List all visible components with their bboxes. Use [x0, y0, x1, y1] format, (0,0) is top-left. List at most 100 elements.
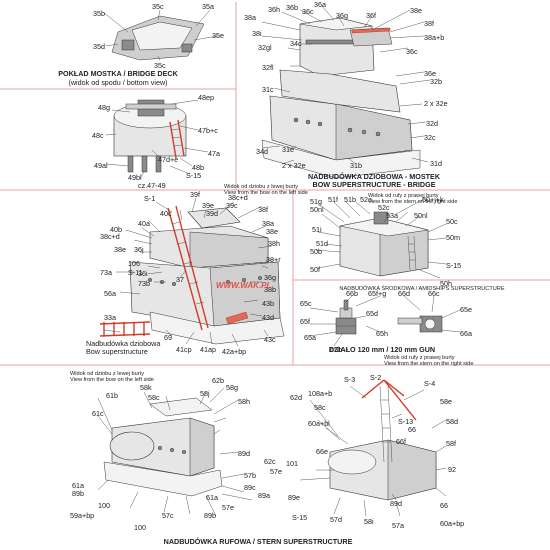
bridge-deck-top — [131, 21, 193, 51]
bow-super-part-label: 38c+d — [100, 232, 120, 241]
stern-part-label: 101 — [286, 459, 298, 468]
bow-bridge-part-label: 32c — [424, 133, 436, 142]
bridge-deck-part-label: 35e — [212, 31, 224, 40]
bow-super-part-label: 38f — [258, 205, 268, 214]
bow-super-part-label: 40b — [110, 225, 122, 234]
bow-super-part-label: 39f — [190, 190, 200, 199]
gun-part-label: 65h — [376, 329, 388, 338]
stern-part-label: 89d — [390, 499, 402, 508]
amidships-part-label: 50f — [310, 265, 320, 274]
bow-super-note: Widok od dziobu z lewej burty — [224, 184, 298, 190]
stern-part-label: 57e — [270, 467, 282, 476]
bridge-rail — [351, 27, 391, 34]
amidships-part-label: 50b — [310, 247, 322, 256]
stern-left-portholes — [157, 445, 187, 455]
stern-part-label: 60a+bl — [308, 419, 330, 428]
fire-control-part-label: S-15 — [186, 171, 201, 180]
stern-part-label: 89d — [238, 449, 250, 458]
amidships-part-label: 50h — [440, 279, 452, 288]
bow-bridge-part-label: 36b — [286, 3, 298, 12]
bow-super-part-label: 36g — [264, 273, 276, 282]
stern-part-label: 62d — [290, 393, 302, 402]
bow-super-part-label: 37 — [176, 275, 184, 284]
bow-super-part-label: 106 — [128, 259, 140, 268]
gun-left-assembly — [335, 299, 357, 335]
bow-block-upper-side — [189, 231, 269, 269]
bow-super-part-label: 38b — [264, 285, 276, 294]
stern-part-label: 58k — [140, 383, 152, 392]
stern-part-label: 61c — [92, 409, 104, 418]
bow-super-part-label: S-11 — [128, 268, 143, 277]
bow-bridge-part-label: 36f — [366, 11, 376, 20]
bow-super-part-label: 39d — [206, 209, 218, 218]
fire-control-rangefinder — [125, 103, 177, 110]
bow-bridge-part-label: 38f — [424, 19, 434, 28]
gun-part-label: 66d — [398, 289, 410, 298]
bow-super-part-label: 39e — [202, 201, 214, 210]
stern-note-bow-pl: Widok od dziobu z lewej burty — [70, 371, 144, 377]
bridge-deck-bracket — [121, 39, 135, 51]
bow-super-part-label: 43d — [262, 313, 274, 322]
bow-bridge-part-label: 34d — [256, 147, 268, 156]
stern-right-platform — [327, 449, 377, 475]
stern-part-label: 100 — [134, 523, 146, 532]
stern-part-label: 58g — [226, 383, 238, 392]
stern-title: NADBUDÓWKA RUFOWA / STERN SUPERSTRUCTURE — [164, 537, 353, 546]
bow-bridge-part-label: 32b — [430, 77, 442, 86]
bow-super-part-label: 38c+d — [228, 193, 248, 202]
gun-part-label: 66a — [460, 329, 472, 338]
amidships-ladder — [407, 235, 417, 271]
stern-part-label: 108a+b — [308, 389, 332, 398]
gun-part-label: 65b — [330, 345, 342, 354]
fire-control-part-label: 48g — [98, 103, 110, 112]
watermark: WWW.WAK.PL — [216, 281, 272, 290]
bow-super-part-label: 43c — [264, 335, 276, 344]
stern-part-label: 58f — [446, 439, 456, 448]
stern-part-label: S-15 — [292, 513, 307, 522]
bow-red-part — [225, 311, 249, 325]
bow-super-part-label: 36i — [138, 269, 148, 278]
stern-part-label: 61b — [106, 391, 118, 400]
bow-super-part-label: 56a — [104, 289, 116, 298]
stern-part-label: 58j — [200, 389, 210, 398]
stern-part-label: 89b — [204, 511, 216, 520]
bow-bridge-part-label: 32gl — [258, 43, 272, 52]
stern-part-label: 58i — [364, 517, 374, 526]
stern-part-label: 62b — [212, 376, 224, 385]
fire-control-part-label: 47a — [208, 149, 220, 158]
bow-bridge-part-label: 31d — [430, 159, 442, 168]
amidships-part-label: S-15 — [446, 261, 461, 270]
stern-part-label: S-13 — [398, 417, 413, 426]
amidships-part-label: 50nl — [310, 205, 324, 214]
stern-part-label: 92 — [448, 465, 456, 474]
bow-bridge-part-label: 36h — [268, 5, 280, 14]
bow-super-part-label: 36j — [134, 245, 144, 254]
gun-part-label: 65d — [366, 309, 378, 318]
amidships-part-label: 53a — [386, 211, 398, 220]
fire-control-part-label: 47b+c — [198, 126, 218, 135]
amidships-part-label: 51i — [312, 225, 322, 234]
stern-part-label: 66 — [408, 425, 416, 434]
stern-part-label: 61a — [72, 481, 84, 490]
amidships-part-label: 51g — [310, 197, 322, 206]
stern-note-bow-en: View from the bow on the left side — [70, 377, 154, 383]
fire-control-supports — [127, 155, 162, 173]
fire-control-ladder — [169, 119, 185, 159]
bow-super-part-label: 41ap — [200, 345, 216, 354]
bow-bridge-part-label: 38i — [252, 29, 262, 38]
panel-frames — [0, 2, 550, 366]
bridge-deck-part-label: 35c — [154, 61, 166, 70]
amidships-part-label: 52a — [360, 195, 372, 204]
fire-control-part-label: 48c — [92, 131, 104, 140]
amidships-top — [339, 217, 429, 237]
bow-super-part-label: 43b — [262, 299, 274, 308]
bridge-deck-panel: 35b 35c 35a 35d 35e 35c POKŁAD MOSTKA / … — [58, 2, 224, 87]
stern-part-label: 89c — [244, 483, 256, 492]
bow-bridge-part-label: 32d — [426, 119, 438, 128]
bow-railing-part — [99, 321, 151, 337]
stern-note-pl: Widok od rufy z prawej burty — [384, 355, 455, 361]
bow-bridge-part-label: 38a — [244, 13, 256, 22]
bridge-deck-subtitle: (widok od spodu / bottom view) — [68, 78, 167, 87]
fire-control-part-label: 49bl — [128, 173, 142, 182]
